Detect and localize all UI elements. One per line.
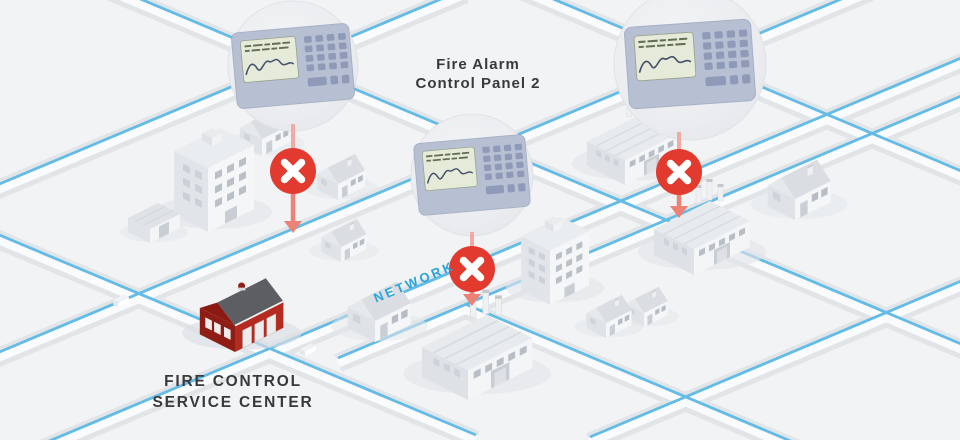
panel-2-label-line-1: Fire Alarm (436, 56, 520, 73)
down-arrow-icon (670, 206, 688, 218)
down-arrow-icon (284, 221, 302, 233)
service-center-label-line-1: FIRE CONTROL (164, 373, 302, 390)
network-line (0, 0, 443, 186)
network-line (589, 279, 960, 439)
broken-connection-marker-1 (270, 124, 316, 233)
panel-insets-layer (227, 0, 767, 237)
network-line (464, 302, 792, 440)
x-circle-icon (270, 148, 316, 194)
down-arrow-icon (463, 294, 481, 306)
control-panel-icon-1 (230, 22, 356, 110)
service-center-label-line-2: SERVICE CENTER (153, 394, 314, 411)
control-panel-icon-2 (412, 133, 532, 217)
network-line (337, 94, 960, 360)
panel-2-label-line-2: Control Panel 2 (415, 75, 540, 92)
x-circle-icon (656, 149, 702, 195)
alerts-layer (270, 124, 702, 306)
broken-connection-marker-3 (656, 132, 702, 218)
control-panel-icon-3 (623, 18, 757, 110)
broken-connection-marker-2 (449, 232, 495, 306)
